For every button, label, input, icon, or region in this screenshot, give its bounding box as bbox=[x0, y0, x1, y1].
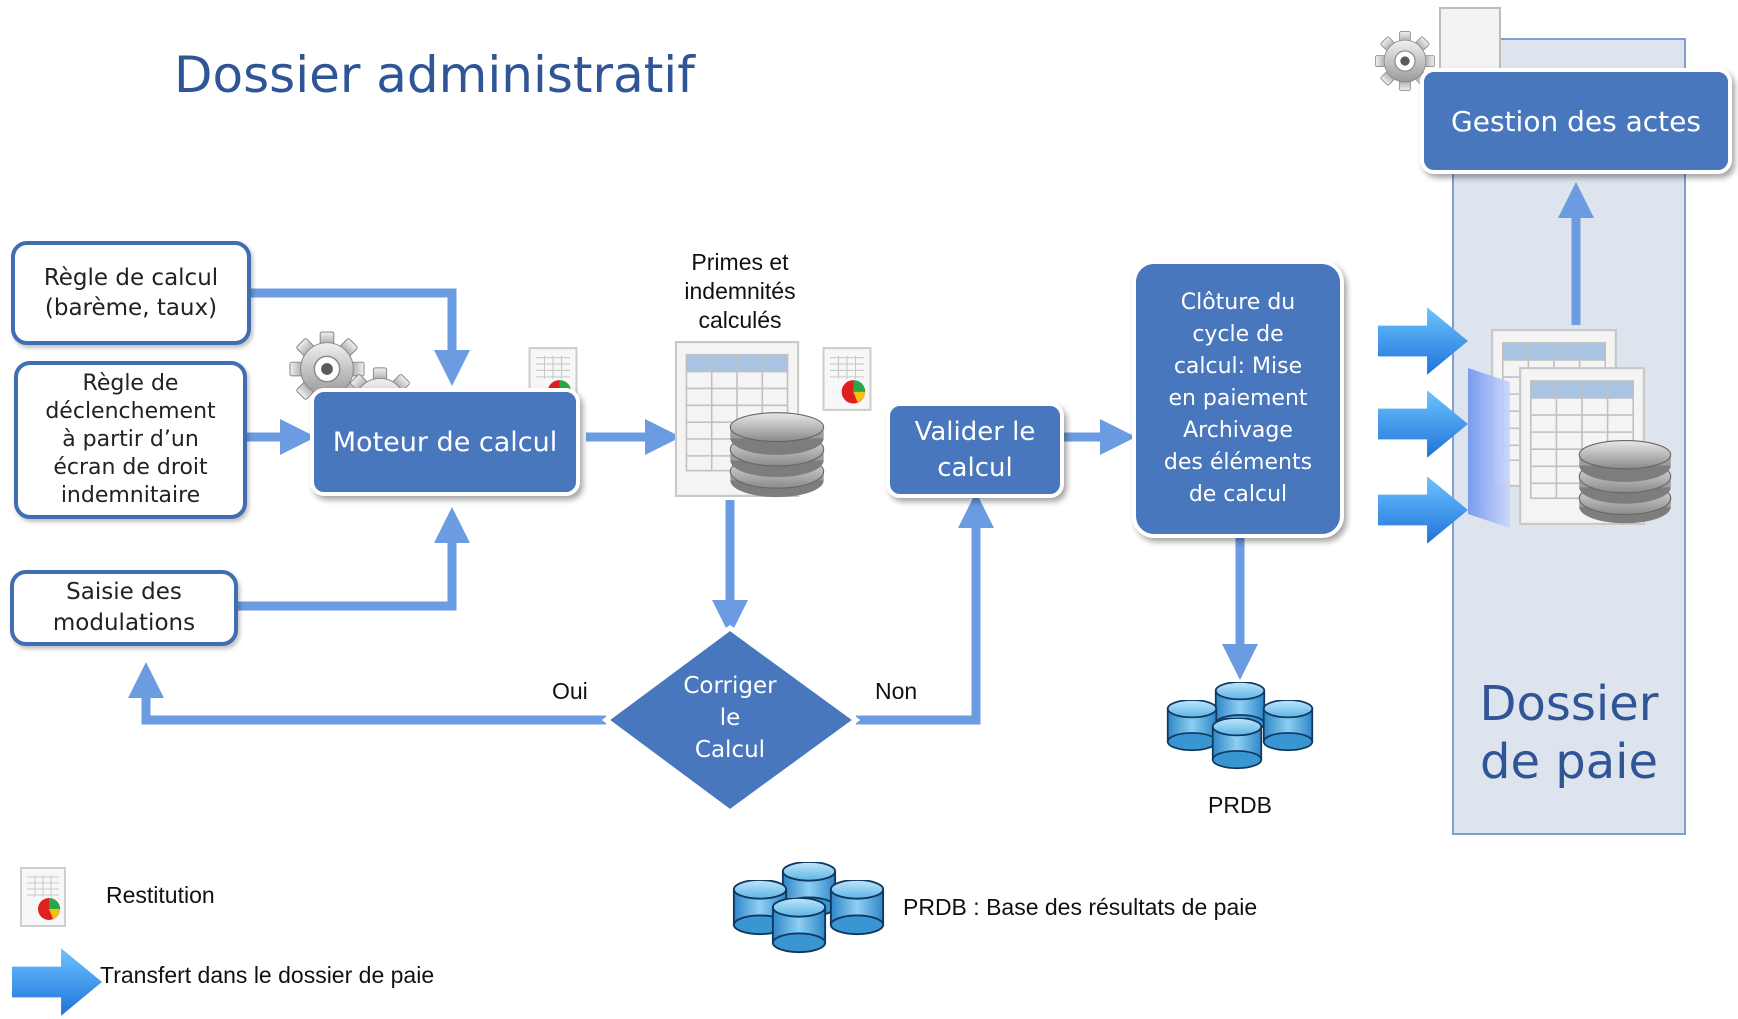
arrow-non-to-valider bbox=[856, 492, 994, 725]
database-icon bbox=[729, 412, 825, 498]
database-cluster-icon bbox=[732, 862, 885, 954]
database-cluster-icon bbox=[1166, 682, 1314, 770]
node-gestion-actes: Gestion des actes bbox=[1420, 68, 1732, 174]
legend-prdb-definition: PRDB : Base des résultats de paie bbox=[903, 894, 1258, 920]
transfer-arrow-icon bbox=[1378, 390, 1468, 458]
node-regle-declenchement: Règle de déclenchement à partir d’un écr… bbox=[14, 361, 247, 519]
arrow-oui-back bbox=[128, 662, 606, 725]
decision-corriger-calcul bbox=[601, 624, 861, 816]
page-title: Dossier administratif bbox=[174, 46, 695, 104]
node-regle-calcul: Règle de calcul (barème, taux) bbox=[11, 241, 251, 345]
node-valider-calcul: Valider le calcul bbox=[886, 402, 1064, 498]
folder-icon bbox=[1468, 329, 1672, 528]
label-corriger-calcul: Corriger le Calcul bbox=[683, 673, 777, 763]
label-prdb: PRDB bbox=[1208, 792, 1272, 818]
node-cloture-cycle: Clôture du cycle de calcul: Mise en paie… bbox=[1132, 260, 1344, 538]
transfer-arrow-icon bbox=[12, 948, 102, 1016]
transfer-arrow-icon bbox=[1378, 307, 1468, 375]
node-saisie-modulations: Saisie des modulations bbox=[10, 570, 238, 646]
node-moteur-calcul: Moteur de calcul bbox=[310, 388, 580, 496]
report-icon bbox=[20, 866, 66, 928]
label-oui: Oui bbox=[552, 678, 588, 704]
dossier-paie-label: Dossier de paie bbox=[1479, 676, 1659, 790]
label-primes-indemnites: Primes et indemnités calculés bbox=[684, 249, 796, 333]
arrow-regle-calcul-to-moteur bbox=[250, 288, 470, 386]
report-icon bbox=[822, 347, 872, 411]
legend-transfert: Transfert dans le dossier de paie bbox=[100, 962, 435, 988]
legend-restitution: Restitution bbox=[106, 882, 215, 908]
transfer-arrow-icon bbox=[1378, 476, 1468, 544]
label-non: Non bbox=[875, 678, 918, 704]
arrow-saisie-to-moteur bbox=[237, 507, 470, 611]
